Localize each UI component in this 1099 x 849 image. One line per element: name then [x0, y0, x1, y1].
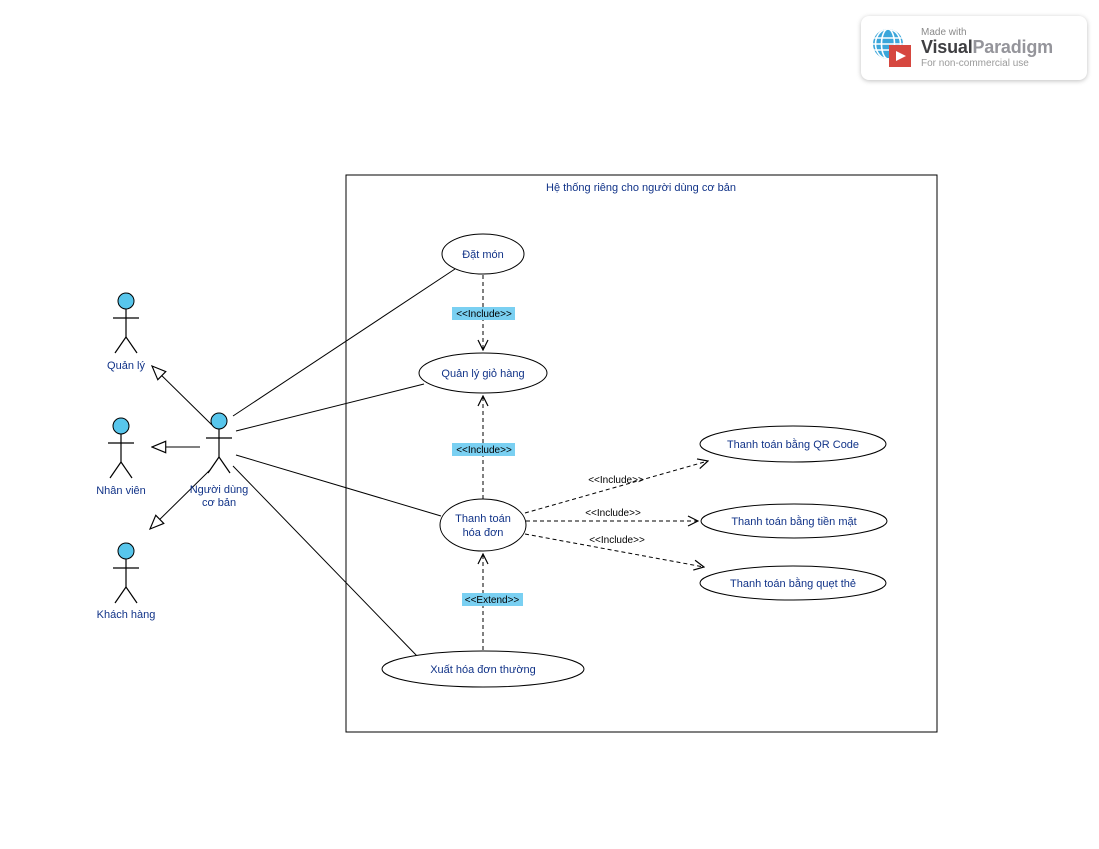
actor-head	[210, 412, 228, 430]
include-label-2: <<Include>>	[456, 445, 512, 456]
use-case-ellipse	[418, 352, 548, 394]
use-case-thanh-toan-hoa-don: Thanh toán hóa đơn	[439, 498, 527, 552]
actor-quan-ly: Quản lý	[107, 292, 145, 372]
actor-label: Quản lý	[107, 360, 145, 372]
actor-label: Khách hàng	[97, 609, 156, 621]
association-xuat-hoa-don	[232, 465, 419, 658]
use-case-ellipse	[381, 650, 585, 688]
actor-label: Nhân viên	[96, 485, 146, 497]
actor-head	[117, 292, 135, 310]
visual-paradigm-watermark: Made with VisualParadigm For non-commerc…	[861, 16, 1087, 80]
use-case-ellipse	[700, 503, 888, 539]
use-case-label: Thanh toán bằng tiền mặt	[731, 515, 856, 528]
watermark-subtitle: For non-commercial use	[921, 57, 1029, 69]
generalization-to-quan-ly	[152, 366, 213, 426]
actor-leg-right	[125, 336, 138, 354]
use-case-label: Thanh toán bằng quẹt thẻ	[730, 577, 856, 590]
visual-paradigm-logo-icon	[873, 29, 911, 67]
use-case-ellipse	[439, 498, 527, 552]
include-label-1: <<Include>>	[456, 309, 512, 320]
play-glyph-icon	[896, 51, 906, 61]
use-case-label: Đặt món	[462, 249, 504, 261]
extend-label: <<Extend>>	[465, 595, 520, 606]
include-label-quet-the: <<Include>>	[589, 535, 645, 546]
actor-leg-left	[109, 461, 122, 479]
use-case-ellipse	[441, 233, 525, 275]
actor-leg-right	[120, 461, 133, 479]
use-case-thanh-toan-quet-the: Thanh toán bằng quẹt thẻ	[699, 565, 887, 601]
actor-leg-left	[114, 586, 127, 604]
association-gio-hang	[235, 383, 425, 432]
include-thanh-toan-to-quet-the	[524, 533, 704, 567]
include-label-bg	[452, 307, 515, 320]
use-case-xuat-hoa-don-thuong: Xuất hóa đơn thường	[381, 650, 585, 688]
use-case-thanh-toan-qr-code: Thanh toán bằng QR Code	[699, 425, 887, 463]
actor-nguoi-dung-co-ban: Người dùng cơ bản	[190, 412, 249, 509]
actor-head	[112, 417, 130, 435]
use-case-label-line2: hóa đơn	[463, 527, 504, 539]
include-label-tien-mat: <<Include>>	[585, 508, 641, 519]
actor-nhan-vien: Nhân viên	[96, 417, 146, 497]
system-boundary-title: Hệ thống riêng cho người dùng cơ bản	[546, 182, 736, 194]
use-case-label: Quản lý giỏ hàng	[441, 368, 524, 380]
use-case-thanh-toan-tien-mat: Thanh toán bằng tiền mặt	[700, 503, 888, 539]
use-case-label: Xuất hóa đơn thường	[430, 664, 536, 676]
generalization-to-khach-hang	[150, 469, 211, 529]
actor-leg-right	[218, 456, 231, 474]
actor-label-line1: Người dùng	[190, 484, 249, 496]
actor-leg-left	[207, 456, 220, 474]
actor-leg-right	[125, 586, 138, 604]
association-dat-mon	[232, 268, 456, 417]
actor-label-line2: cơ bản	[202, 497, 236, 509]
watermark-brand-paradigm: Paradigm	[972, 37, 1054, 58]
include-thanh-toan-to-qr	[524, 461, 708, 514]
actor-khach-hang: Khách hàng	[97, 542, 156, 621]
use-case-label-line1: Thanh toán	[455, 513, 511, 525]
include-label-qr: <<Include>>	[588, 475, 644, 486]
watermark-brand-visual: Visual	[921, 37, 973, 58]
include-label-bg	[452, 443, 515, 456]
use-case-label: Thanh toán bằng QR Code	[727, 438, 859, 451]
association-thanh-toan	[235, 454, 442, 517]
use-case-quan-ly-gio-hang: Quản lý giỏ hàng	[418, 352, 548, 394]
watermark-brand: VisualParadigm	[921, 37, 1054, 58]
use-case-dat-mon: Đặt món	[441, 233, 525, 275]
extend-label-bg	[462, 593, 523, 606]
actor-leg-left	[114, 336, 127, 354]
use-case-ellipse	[699, 565, 887, 601]
use-case-ellipse	[699, 425, 887, 463]
watermark-made-with: Made with	[921, 27, 967, 39]
actor-head	[117, 542, 135, 560]
